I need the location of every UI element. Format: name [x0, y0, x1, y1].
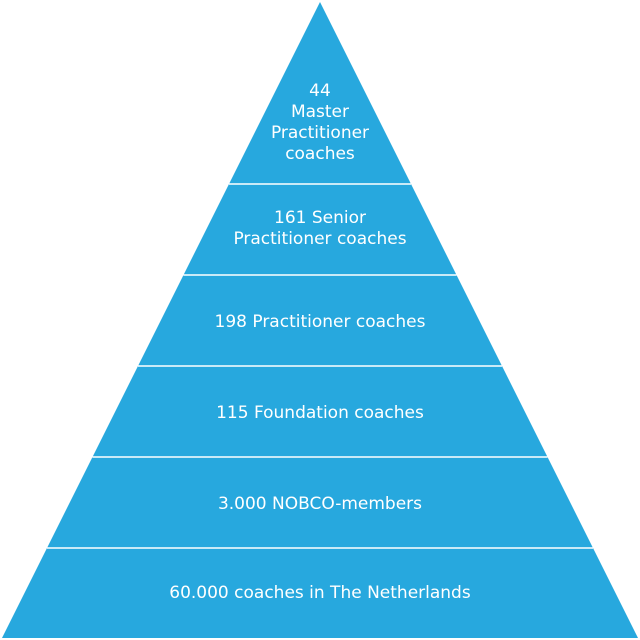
level-4-label: 115 Foundation coaches — [216, 402, 424, 423]
level-1-label: 44 Master Practitioner coaches — [270, 81, 370, 164]
level-2-label: 161 Senior Practitioner coaches — [233, 208, 407, 249]
level-5-label: 3.000 NOBCO-members — [217, 493, 423, 514]
level-6-label: 60.000 coaches in The Netherlands — [169, 582, 471, 603]
level-3-label: 198 Practitioner coaches — [214, 311, 426, 332]
pyramid-dividers — [47, 183, 593, 549]
